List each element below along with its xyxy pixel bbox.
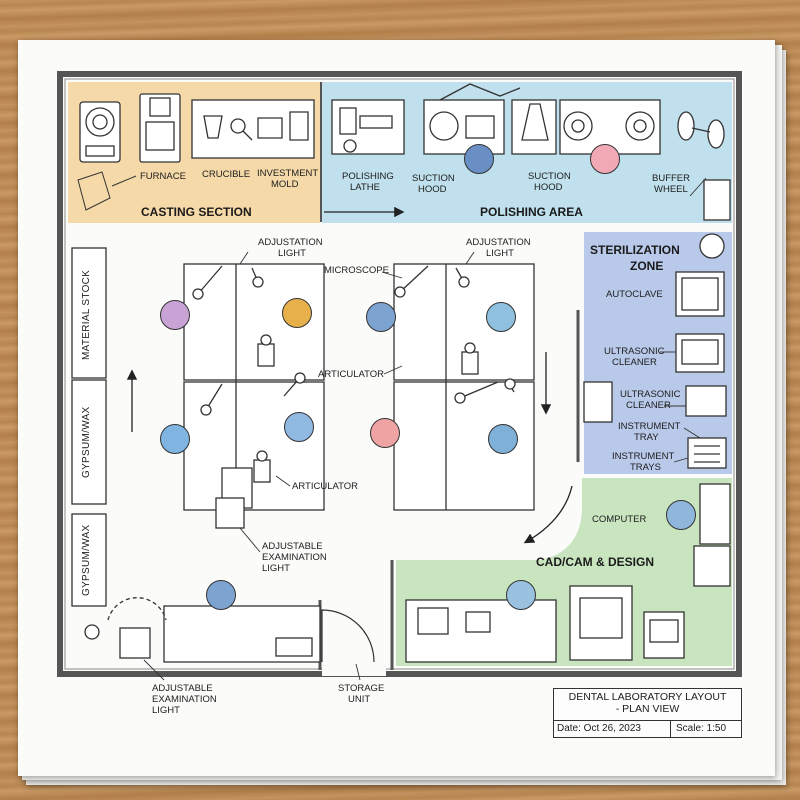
door-gap [322,662,386,676]
adjustable-exam-light-b-label-1: ADJUSTABLE [152,683,213,694]
instrument-tray-label-2: TRAY [634,432,659,443]
instrument-trays-label-2: TRAYS [630,462,661,473]
storage-unit-label-2: UNIT [348,694,371,705]
buffer-wheel-label-2: WHEEL [654,184,688,195]
milling-machine-icon [569,585,633,661]
title-block-info-row: Date: Oct 26, 2023 Scale: 1:50 [554,720,741,738]
storage-unit-label-1: STORAGE [338,683,385,694]
gypsum-wax-label-1: GYPSUM/WAX [81,406,92,478]
polishing-side-unit-icon [699,179,731,259]
ultrasonic-cleaner-a-label-1: ULTRASONIC [604,346,665,357]
workbench-cluster-left [183,263,325,511]
buffer-wheel-label-1: BUFFER [652,173,690,184]
suction-hood-b-label-1: SUCTION [528,171,571,182]
furnace-label: FURNACE [140,171,186,182]
computer-desk-icon [693,483,731,587]
crucible-icon [191,99,315,159]
storage-cabinets [71,247,107,607]
worker [160,300,190,330]
polishing-lathe-icon [331,99,405,155]
adjustable-exam-light-a-label-3: LIGHT [262,563,290,574]
adjustation-light-b-label-2: LIGHT [486,248,514,259]
ultrasonic-cleaner-b-label-1: ULTRASONIC [620,389,681,400]
buffer-wheel-icon [677,111,725,149]
instrument-tray-label-1: INSTRUMENT [618,421,681,432]
autoclave-label: AUTOCLAVE [606,289,663,300]
instrument-trays-label-1: INSTRUMENT [612,451,675,462]
flow-arrow-to-cadcam [523,485,573,544]
worker [366,302,396,332]
adjustation-light-b-label-1: ADJUSTATION [466,237,531,248]
gypsum-wax-label-2: GYPSUM/WAX [81,524,92,596]
worker [370,418,400,448]
worker [590,144,620,174]
crucible-furnace-icon [139,93,181,163]
computer-label: COMPUTER [592,514,647,525]
outer-wall-inner-line [64,78,735,670]
suction-hood-b-icon [511,99,557,155]
furnace-icon [79,101,121,163]
polishing-area-title: POLISHING AREA [480,205,583,219]
sterilization-zone-title-line1: STERILIZATION [590,243,680,257]
sterilization-zone-title-line2: ZONE [630,259,664,273]
suction-hood-a-label-2: HOOD [418,184,447,195]
title-line-1: DENTAL LABORATORY LAYOUT [568,691,727,703]
instrument-trays-icon [687,437,727,469]
exam-desk-area [84,497,321,663]
outer-wall [57,71,742,677]
adjustation-light-a-label-1: ADJUSTATION [258,237,323,248]
door-swing [321,609,375,663]
ultrasonic-cleaner-a-icon [675,333,725,373]
ultrasonic-cleaner-a-label-2: CLEANER [612,357,657,368]
worker [282,298,312,328]
title-date: Date: Oct 26, 2023 [557,723,641,734]
casting-sketch-icon [77,171,137,211]
title-block-divider [670,721,671,738]
cadcam-printer-icon [643,611,685,659]
worker [488,424,518,454]
suction-hood-b-label-2: HOOD [534,182,563,193]
material-stock-label: MATERIAL STOCK [81,269,92,360]
worker [506,580,536,610]
ultrasonic-cleaner-b-icon [583,381,727,423]
worker [160,424,190,454]
ultrasonic-cleaner-b-label-2: CLEANER [626,400,671,411]
articulator-a-label: ARTICULATOR [318,369,384,380]
crucible-label: CRUCIBLE [202,169,251,180]
worker [206,580,236,610]
microscope-label: MICROSCOPE [324,265,389,276]
investment-mold-label-1: INVESTMENT [257,168,319,179]
adjustable-lamps [192,265,516,416]
polishing-lathe-label-2: LATHE [350,182,380,193]
cadcam-desk-icon [405,599,557,663]
microscopes [253,334,479,483]
autoclave-icon [675,271,725,317]
title-line-2: - PLAN VIEW [615,703,680,715]
worker [486,302,516,332]
adjustation-light-a-label-2: LIGHT [278,248,306,259]
title-block-heading: DENTAL LABORATORY LAYOUT - PLAN VIEW [554,691,741,715]
adjustable-exam-light-a-label-2: EXAMINATION [262,552,327,563]
casting-section-title: CASTING SECTION [141,205,252,219]
cadcam-design-title: CAD/CAM & DESIGN [536,555,655,569]
articulator-b-label: ARTICULATOR [292,481,358,492]
worker [666,500,696,530]
worker [464,144,494,174]
title-block: DENTAL LABORATORY LAYOUT - PLAN VIEW Dat… [553,688,742,738]
polishing-lathe-label-1: POLISHING [342,171,394,182]
suction-hood-a-label-1: SUCTION [412,173,455,184]
adjustable-exam-light-a-label-1: ADJUSTABLE [262,541,323,552]
adjustable-exam-light-b-label-3: LIGHT [152,705,180,716]
adjustable-exam-light-b-label-2: EXAMINATION [152,694,217,705]
worker [284,412,314,442]
title-scale: Scale: 1:50 [676,723,727,734]
investment-mold-label-2: MOLD [271,179,299,190]
